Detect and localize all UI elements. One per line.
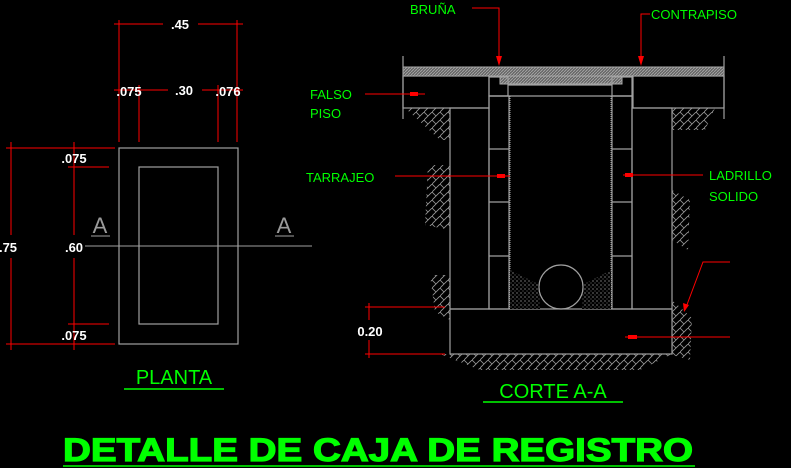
contrapiso-slab xyxy=(402,66,725,77)
label-contrapiso: CONTRAPISO xyxy=(651,7,737,22)
dim-right-wall: .076 xyxy=(215,84,240,99)
section-mark-left: A xyxy=(93,213,108,238)
drawing-title: DETALLE DE CAJA DE REGISTRO xyxy=(63,432,693,468)
corte-view: BRUÑA CONTRAPISO FALSO PISO TARRAJEO LAD… xyxy=(306,2,772,403)
label-tarrajeo: TARRAJEO xyxy=(306,170,374,185)
planta-view: A A .45 .075 .30 .076 .75 .075 .60 .075 … xyxy=(0,17,312,390)
benching-left xyxy=(510,270,540,309)
pipe xyxy=(538,264,584,310)
dim-top-wall: .075 xyxy=(61,151,86,166)
dim-total-length: .75 xyxy=(0,240,17,255)
planta-title: PLANTA xyxy=(136,367,213,389)
section-mark-right: A xyxy=(277,213,292,238)
dim-inner-length: .60 xyxy=(65,240,83,255)
planta-dimensions: .45 .075 .30 .076 .75 .075 .60 .075 xyxy=(0,17,243,350)
label-falso: FALSO xyxy=(310,87,352,102)
label-piso: PISO xyxy=(310,106,341,121)
corte-title: CORTE A-A xyxy=(499,381,607,403)
base-slab xyxy=(449,308,673,355)
dim-left-wall: .075 xyxy=(116,84,141,99)
brick-walls xyxy=(488,95,633,310)
dim-base-thickness: 0.20 xyxy=(357,324,382,339)
cover-slab xyxy=(499,75,623,85)
dim-total-width: .45 xyxy=(171,17,189,32)
label-ladrillo: LADRILLO xyxy=(709,168,772,183)
backfill-left xyxy=(449,107,490,310)
dim-inner-width: .30 xyxy=(175,83,193,98)
dim-bottom-wall: .075 xyxy=(61,328,86,343)
falso-piso-right xyxy=(632,75,725,109)
benching-right xyxy=(582,270,611,309)
label-bruna: BRUÑA xyxy=(410,2,456,17)
earth-hatch xyxy=(405,108,450,140)
backfill-right xyxy=(631,107,673,310)
label-solido: SOLIDO xyxy=(709,189,758,204)
leaders xyxy=(365,7,730,358)
